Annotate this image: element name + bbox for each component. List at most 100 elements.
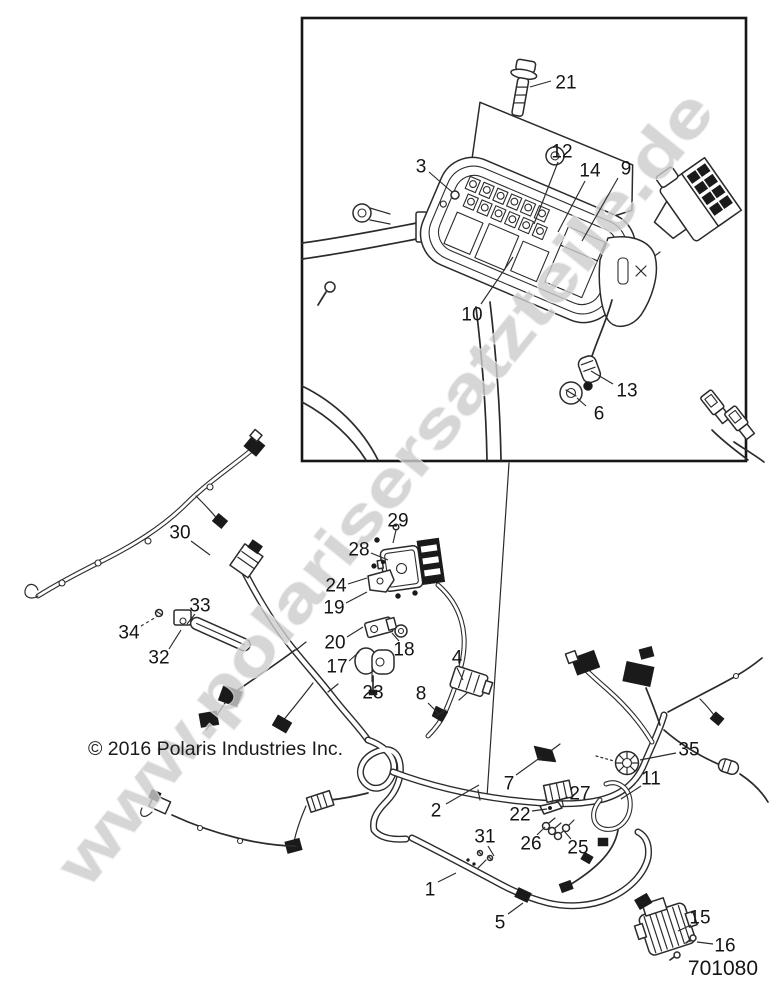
- leader-line-15: [677, 924, 692, 932]
- leader-line-7: [515, 756, 542, 776]
- callout-9: 9: [621, 159, 632, 180]
- leader-line-22: [531, 808, 548, 812]
- callout-24: 24: [325, 576, 347, 597]
- callout-30: 30: [169, 523, 190, 544]
- leader-line-1: [437, 872, 457, 883]
- callout-16: 16: [714, 936, 735, 957]
- right-harness-run: [389, 646, 769, 832]
- grommet-35: [595, 750, 640, 776]
- terminal-25: [561, 819, 575, 833]
- bolt-head: [324, 281, 336, 293]
- callout-4: 4: [452, 648, 463, 669]
- leader-line-30: [190, 540, 211, 556]
- leader-line-13: [590, 370, 614, 385]
- callout-1: 1: [425, 880, 436, 901]
- wire-harness-30: [24, 428, 266, 599]
- leader-line-4: [456, 667, 464, 681]
- spade-terminals: [700, 389, 765, 463]
- left-branch-connectors: [198, 649, 314, 734]
- callout-19: 19: [323, 598, 344, 619]
- leader-line-19: [345, 591, 368, 604]
- callout-26: 26: [520, 834, 541, 855]
- connector-4: [449, 665, 494, 697]
- callout-25: 25: [567, 838, 588, 859]
- callout-33: 33: [189, 596, 210, 617]
- fuse-27: [542, 779, 574, 810]
- callout-3: 3: [416, 157, 427, 178]
- leader-line-3: [428, 171, 453, 193]
- clip-33: [173, 609, 192, 626]
- screw-34: [154, 608, 164, 618]
- washer-18: [394, 624, 408, 638]
- leader-line-27: [555, 796, 569, 802]
- leader-line-10: [480, 256, 514, 305]
- leader-line-33: [186, 613, 196, 625]
- ecu-screw: [395, 593, 401, 599]
- terminals-26: [541, 817, 568, 841]
- leader-line-31: [487, 845, 495, 857]
- callout-31: 31: [474, 827, 495, 848]
- grommet-6: [559, 381, 583, 405]
- leader-line-17: [348, 651, 360, 662]
- leader-line-25: [563, 830, 572, 840]
- voltage-regulator-15: [633, 897, 698, 956]
- leader-line-29: [392, 529, 397, 544]
- bracket-24-19: [367, 559, 395, 593]
- screws-31: [466, 849, 494, 866]
- callout-22: 22: [509, 805, 530, 826]
- leader-line-21: [529, 80, 552, 88]
- leader-line-14: [557, 180, 586, 233]
- callout-32: 32: [148, 648, 169, 669]
- callout-35: 35: [678, 740, 699, 761]
- bracket-20: [364, 616, 398, 639]
- trunk-connector: [229, 539, 264, 579]
- inset-reference-line: [486, 462, 510, 798]
- ecu-screw: [412, 590, 418, 596]
- leader-line-16: [696, 941, 714, 945]
- fuse-box-assembly: [419, 101, 637, 324]
- leader-line-8: [427, 702, 440, 715]
- callout-27: 27: [569, 784, 590, 805]
- mount-17: [354, 647, 395, 675]
- bottom-harness-run: [408, 828, 652, 910]
- callout-34: 34: [118, 623, 140, 644]
- ecu-screw: [374, 537, 380, 543]
- leader-line-18: [391, 632, 400, 642]
- callout-23: 23: [362, 683, 383, 704]
- callout-28: 28: [348, 540, 369, 561]
- inset-detail-box: [300, 16, 765, 798]
- regulator-connector: [634, 892, 653, 911]
- leader-line-24: [347, 577, 368, 585]
- clip-5: [514, 887, 532, 903]
- strap-32: [189, 616, 251, 652]
- bolt-21: [510, 58, 538, 117]
- harness-trunk: [229, 539, 410, 843]
- leader-line-20: [346, 626, 364, 638]
- callout-7: 7: [504, 774, 515, 795]
- callout-13: 13: [616, 381, 637, 402]
- bracket-right: [598, 236, 658, 327]
- main-harness-art: [24, 428, 769, 961]
- callout-20: 20: [324, 633, 345, 654]
- fuse-row-1: [464, 175, 550, 223]
- frame-tube-vertical: [301, 301, 502, 461]
- leader-line-28: [370, 552, 389, 561]
- connector-block: [653, 156, 743, 242]
- relay-bank: [443, 211, 606, 299]
- callout-5: 5: [495, 913, 506, 934]
- callout-11: 11: [641, 769, 661, 790]
- leader-line-35: [639, 752, 677, 761]
- callout-10: 10: [461, 305, 482, 326]
- leader-line-5: [507, 902, 524, 915]
- leader-line-12: [533, 161, 559, 225]
- leader-line-2: [445, 784, 480, 805]
- leader-line-26: [536, 826, 546, 836]
- callout-12: 12: [551, 142, 572, 163]
- screw-16: [685, 934, 697, 944]
- callout-29: 29: [387, 511, 408, 532]
- part-number: 701080: [688, 957, 758, 980]
- leader-line-34: [140, 615, 159, 627]
- screw-29: [392, 523, 400, 531]
